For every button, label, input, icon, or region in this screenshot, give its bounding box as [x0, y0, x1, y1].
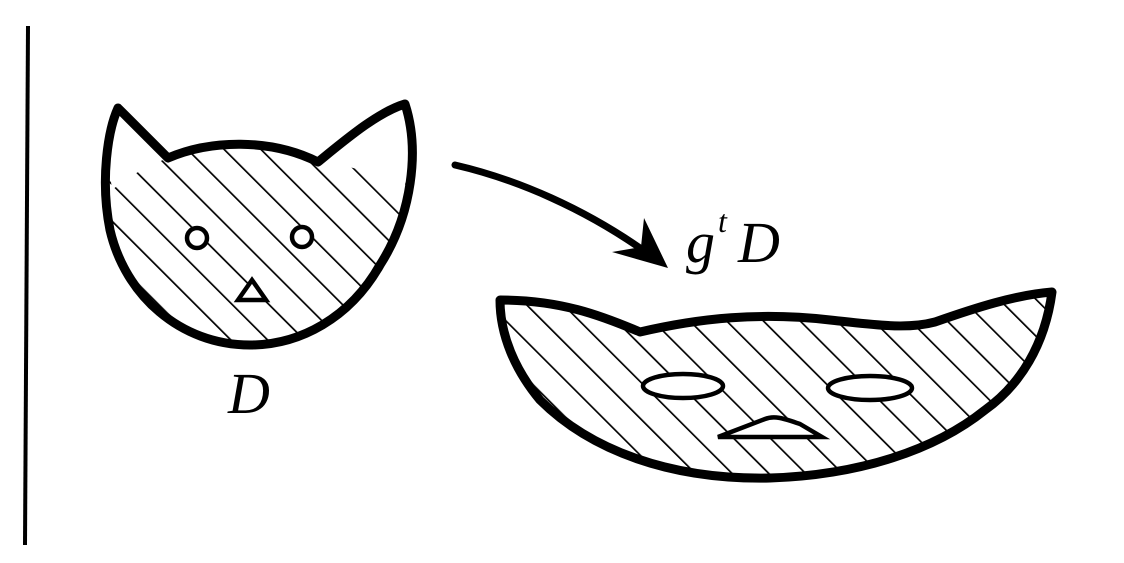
right-eye — [292, 227, 312, 247]
left-eye — [187, 228, 207, 248]
original-region — [100, 100, 420, 360]
svg-text:D: D — [737, 210, 780, 275]
svg-text:t: t — [718, 203, 728, 239]
transformed-region — [495, 285, 1060, 485]
stretched-right-eye — [828, 376, 912, 400]
arrowhead — [612, 218, 668, 268]
stretched-left-eye — [643, 374, 723, 398]
mapping-arrow — [455, 165, 668, 268]
svg-text:g: g — [686, 210, 715, 275]
original-region-label: D — [227, 361, 270, 426]
left-border-line — [25, 26, 28, 545]
transformed-region-label: g t D — [686, 203, 780, 275]
